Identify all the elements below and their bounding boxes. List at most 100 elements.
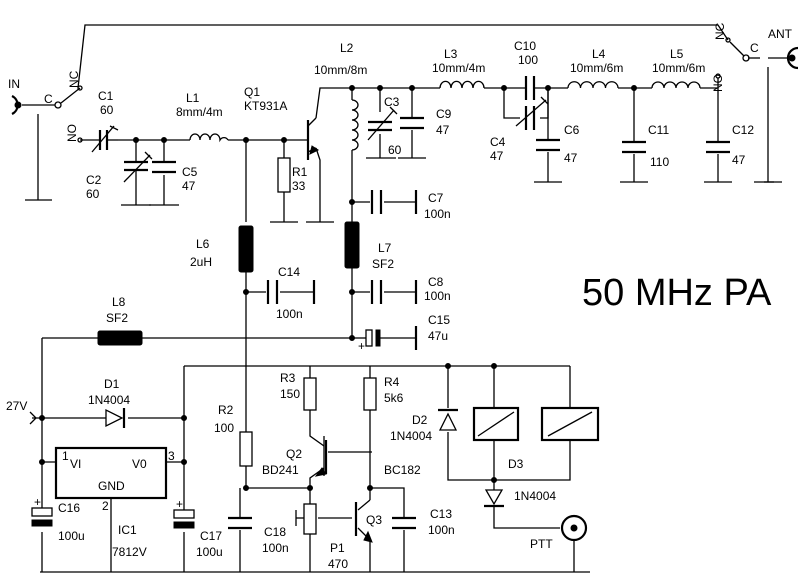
- label-l7-val: SF2: [372, 257, 394, 271]
- label-d2-val: 1N4004: [390, 429, 432, 443]
- label-c16-val: 100u: [58, 529, 85, 543]
- label-pin1: 1: [62, 449, 69, 463]
- label-c6-name: C6: [564, 123, 580, 137]
- label-c11-name: C11: [648, 123, 669, 137]
- label-r3-name: R3: [280, 371, 296, 385]
- label-r2-val: 100: [214, 421, 234, 435]
- c5-capacitor: [152, 160, 176, 174]
- label-c8-name: C8: [428, 275, 444, 289]
- label-l5-name: L5: [670, 47, 684, 61]
- label-ic1-val: 7812V: [112, 545, 147, 559]
- label-sw-in-c: C: [44, 92, 53, 106]
- label-l6-val: 2uH: [190, 255, 212, 269]
- label-c16-plus: +: [34, 495, 41, 509]
- label-c10-val: 100: [518, 53, 538, 67]
- label-d2-name: D2: [412, 413, 428, 427]
- label-ic-vi: VI: [70, 457, 81, 471]
- components: [11, 37, 799, 543]
- c8-capacitor: [370, 280, 418, 304]
- label-c10-name: C10: [514, 39, 536, 53]
- c3-trimmer: [367, 106, 398, 141]
- c17-capacitor: [173, 509, 195, 529]
- in-switch: [54, 85, 83, 143]
- labels: 50 MHz PA IN ANT C NC NO C NC NO C1 60 C…: [6, 22, 793, 571]
- label-r1-val: 33: [292, 179, 306, 193]
- label-c3-val: 60: [388, 143, 402, 157]
- d2-diode: [438, 408, 458, 431]
- label-ptt: PTT: [530, 537, 553, 551]
- c16-capacitor: [31, 507, 53, 527]
- label-c12-val: 47: [732, 153, 746, 167]
- l5-coil: [651, 81, 701, 89]
- c12-capacitor: [706, 140, 730, 154]
- label-l3-val: 10mm/4m: [432, 61, 485, 75]
- label-c15-plus: +: [358, 339, 365, 353]
- label-c15-name: C15: [428, 313, 450, 327]
- l8-choke: [97, 330, 143, 346]
- l3-coil: [439, 80, 485, 89]
- label-c5-name: C5: [182, 165, 198, 179]
- label-p1-val: 470: [328, 557, 348, 571]
- r1-resistor: [277, 157, 291, 193]
- label-l2-name: L2: [340, 41, 354, 55]
- label-q3-name: Q3: [366, 513, 382, 527]
- label-d3-name: D3: [508, 457, 524, 471]
- label-l4-name: L4: [592, 47, 606, 61]
- label-l7-name: L7: [378, 241, 392, 255]
- ant-connector: [786, 46, 799, 70]
- label-c12-name: C12: [732, 123, 754, 137]
- q3-transistor: [354, 502, 373, 543]
- l1-coil: [189, 133, 229, 143]
- c4-trimmer: [515, 96, 549, 130]
- label-q1-name: Q1: [244, 85, 260, 99]
- label-c15-val: 47u: [428, 329, 448, 343]
- label-c14-val: 100n: [276, 307, 303, 321]
- label-c17-val: 100u: [196, 545, 223, 559]
- label-c2-val: 60: [86, 187, 100, 201]
- label-r4-val: 5k6: [384, 391, 404, 405]
- label-c1-name: C1: [98, 89, 114, 103]
- relay-coil-2: [540, 406, 600, 442]
- label-ant: ANT: [768, 27, 793, 41]
- label-sw-in-nc: NC: [67, 70, 81, 88]
- label-d3-val: 1N4004: [514, 489, 556, 503]
- in-connector: [11, 95, 22, 115]
- c9-capacitor: [400, 116, 424, 130]
- label-pin3: 3: [168, 449, 175, 463]
- relay-coil-1: [472, 406, 520, 442]
- label-c7-name: C7: [428, 191, 444, 205]
- label-l4-val: 10mm/6m: [570, 61, 623, 75]
- q1-transistor: [306, 117, 319, 160]
- c7-capacitor: [370, 190, 418, 214]
- label-c3-name: C3: [384, 95, 400, 109]
- label-d1-val: 1N4004: [88, 393, 130, 407]
- label-c7-val: 100n: [424, 207, 451, 221]
- label-sw-ant-nc: NC: [713, 22, 727, 40]
- label-l5-val: 10mm/6m: [652, 61, 705, 75]
- label-c4-name: C4: [490, 135, 506, 149]
- l6-choke: [238, 225, 254, 273]
- label-l6-name: L6: [196, 237, 210, 251]
- label-c18-val: 100n: [262, 541, 289, 555]
- label-c17-name: C17: [200, 529, 222, 543]
- label-c14-name: C14: [278, 265, 300, 279]
- label-in: IN: [8, 77, 20, 91]
- ant-switch: [715, 37, 750, 79]
- label-r2-name: R2: [218, 403, 234, 417]
- label-c5-val: 47: [182, 179, 196, 193]
- label-c9-name: C9: [436, 107, 452, 121]
- l7-choke: [344, 221, 360, 269]
- label-q1-val: KT931A: [244, 99, 287, 113]
- label-c8-val: 100n: [424, 289, 451, 303]
- label-q2-val: BD241: [262, 463, 299, 477]
- c15-capacitor: [365, 326, 418, 350]
- c14-capacitor: [266, 280, 316, 304]
- c11-capacitor: [622, 140, 646, 154]
- label-l8-name: L8: [112, 295, 126, 309]
- label-sw-ant-c: C: [750, 41, 759, 55]
- label-q3-val: BC182: [384, 463, 421, 477]
- c13-capacitor: [392, 516, 416, 530]
- label-ic-gnd: GND: [98, 479, 125, 493]
- label-p1-name: P1: [330, 541, 345, 555]
